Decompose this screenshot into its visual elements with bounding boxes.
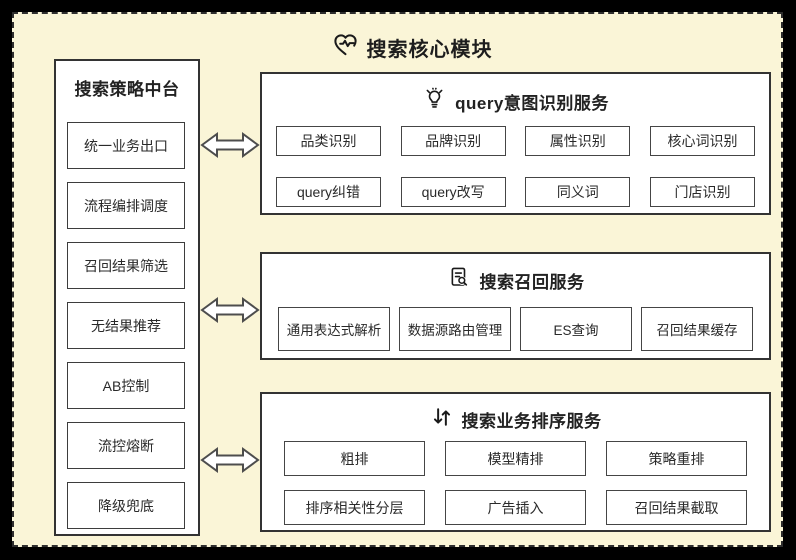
diagram-canvas: 搜索核心模块 搜索策略中台 统一业务出口 流程编排调度 召回结果筛选 无结果推荐… (12, 12, 783, 547)
module-chip: query纠错 (276, 177, 381, 207)
bidirectional-arrow (200, 447, 260, 473)
chip-row: 通用表达式解析 数据源路由管理 ES查询 召回结果缓存 (262, 307, 769, 351)
sidebar-item: AB控制 (67, 362, 185, 409)
module-chip: 品牌识别 (400, 126, 506, 156)
sidebar-panel: 搜索策略中台 统一业务出口 流程编排调度 召回结果筛选 无结果推荐 AB控制 流… (54, 59, 200, 536)
module-chip: 数据源路由管理 (399, 307, 511, 351)
module-chip: ES查询 (520, 307, 632, 351)
module-chip: 门店识别 (649, 177, 755, 207)
module-chip: 同义词 (525, 177, 631, 207)
module-chip: 广告插入 (445, 490, 586, 525)
bidirectional-arrow (200, 297, 260, 323)
panel-search-recall: 搜索召回服务 通用表达式解析 数据源路由管理 ES查询 召回结果缓存 (260, 252, 771, 360)
panel-header: 搜索召回服务 (262, 265, 769, 295)
sidebar-item: 统一业务出口 (67, 122, 185, 169)
module-chip: 召回结果缓存 (641, 307, 753, 351)
diagram-header: 搜索核心模块 (14, 31, 796, 63)
panel-title: query意图识别服务 (455, 93, 609, 113)
lightbulb-icon (422, 86, 447, 116)
chip-row: 品类识别 品牌识别 属性识别 核心词识别 (262, 126, 769, 156)
panel-title: 搜索召回服务 (479, 272, 585, 292)
chip-row: 粗排 模型精排 策略重排 (262, 441, 769, 476)
page-title: 搜索核心模块 (366, 38, 493, 61)
module-chip: 策略重排 (606, 441, 747, 476)
panel-header: query意图识别服务 (262, 86, 769, 116)
bidirectional-arrow (200, 132, 260, 158)
chip-row: 排序相关性分层 广告插入 召回结果截取 (262, 490, 769, 525)
chip-row: query纠错 query改写 同义词 门店识别 (262, 177, 769, 207)
module-chip: 品类识别 (276, 126, 381, 156)
sort-arrows-icon (430, 405, 454, 434)
sidebar-item: 流控熔断 (67, 422, 185, 469)
module-chip: 模型精排 (445, 441, 586, 476)
panel-title: 搜索业务排序服务 (461, 412, 602, 431)
sidebar-item: 无结果推荐 (67, 302, 185, 349)
sidebar-item: 召回结果筛选 (67, 242, 185, 289)
module-chip: 排序相关性分层 (284, 490, 425, 525)
module-chip: 核心词识别 (649, 126, 755, 156)
panel-header: 搜索业务排序服务 (262, 405, 769, 434)
heart-pulse-icon (332, 31, 359, 63)
panel-query-intent: query意图识别服务 品类识别 品牌识别 属性识别 核心词识别 query纠错… (260, 72, 771, 215)
module-chip: 召回结果截取 (606, 490, 747, 525)
sidebar-title: 搜索策略中台 (74, 80, 180, 99)
module-chip: query改写 (400, 177, 506, 207)
sidebar-item: 流程编排调度 (67, 182, 185, 229)
module-chip: 通用表达式解析 (278, 307, 390, 351)
sidebar-item: 降级兜底 (67, 482, 185, 529)
panel-search-ranking: 搜索业务排序服务 粗排 模型精排 策略重排 排序相关性分层 广告插入 召回结果截… (260, 392, 771, 532)
module-chip: 粗排 (284, 441, 425, 476)
module-chip: 属性识别 (525, 126, 631, 156)
file-search-icon (447, 265, 472, 295)
